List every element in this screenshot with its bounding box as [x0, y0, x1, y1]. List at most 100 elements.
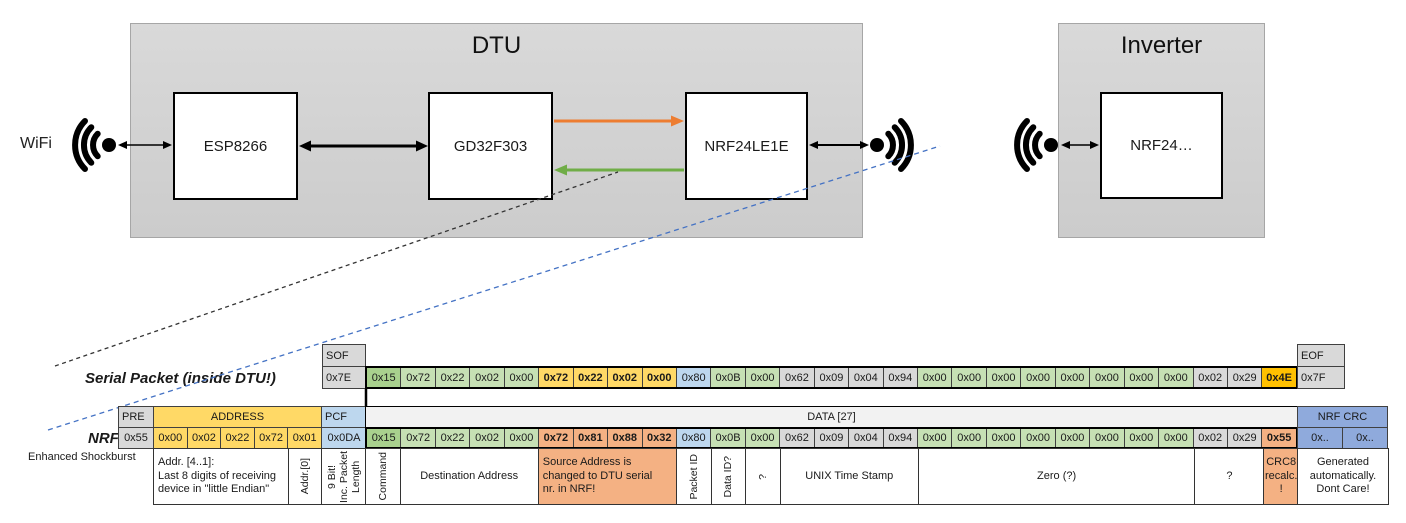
annotation-note: ?	[745, 448, 781, 505]
wifi-label: WiFi	[20, 135, 52, 152]
annotation-note: CRC8 recalc. !	[1263, 448, 1299, 505]
address-header: ADDRESS	[153, 406, 322, 428]
wifi-icon-inverter	[1014, 118, 1058, 172]
nrf24le1e-label: NRF24LE1E	[704, 137, 789, 155]
byte-cell: 0x00	[1158, 368, 1193, 387]
byte-cell: 0x02	[469, 429, 504, 447]
byte-cell: 0x00	[1123, 429, 1159, 447]
byte-cell: 0x00	[1089, 429, 1124, 447]
byte-cell: 0x62	[779, 368, 814, 387]
byte-cell: 0x00	[1020, 429, 1055, 447]
serial-callout-dashed-line	[54, 171, 619, 367]
byte-cell: 0x00	[744, 368, 780, 387]
byte-cell: 0x00	[951, 429, 986, 447]
dtu-title: DTU	[471, 32, 522, 59]
arrow-nrf-gd-green	[554, 164, 684, 176]
byte-cell: 0x4E	[1261, 368, 1296, 387]
byte-cell: 0x81	[572, 429, 608, 447]
annotation-note: Addr.[0]	[288, 448, 322, 505]
annotation-vertical-text: Data ID?	[722, 455, 735, 498]
byte-cell: 0x00	[1158, 429, 1193, 447]
byte-cell: 0x22	[220, 428, 254, 448]
byte-cell: 0x00	[1020, 368, 1055, 387]
byte-cell: 0x04	[848, 429, 883, 447]
enhanced-shockburst-label: Enhanced Shockburst	[28, 451, 136, 463]
byte-cell: 0x00	[951, 368, 986, 387]
byte-cell: 0x00	[154, 428, 187, 448]
gd32f303-label: GD32F303	[453, 137, 528, 155]
byte-cell: 0x62	[779, 429, 814, 447]
byte-cell: 0x09	[813, 429, 849, 447]
arrow-esp-gd	[299, 140, 428, 152]
byte-cell: 0x15	[367, 429, 401, 447]
esp8266-label: ESP8266	[203, 137, 268, 155]
esp8266-box: ESP8266	[173, 92, 298, 200]
sof-header: SOF	[322, 344, 366, 367]
byte-cell: 0x72	[538, 368, 573, 387]
pcf-header: PCF	[321, 406, 367, 428]
annotation-vertical-text: 9 Bit! Inc. Packet Length	[325, 450, 363, 503]
annotation-vertical-text: ?	[756, 473, 769, 480]
annotation-note: Zero (?)	[917, 448, 1196, 505]
byte-cell: 0x04	[848, 368, 883, 387]
annotation-vertical-text: Addr.[0]	[299, 458, 312, 495]
eof-header: EOF	[1297, 344, 1345, 367]
byte-cell: 0x0B	[710, 429, 745, 447]
wifi-icon-left	[72, 118, 116, 172]
inverter-nrf24-box: NRF24…	[1100, 92, 1223, 199]
crc-byte-row: 0x..0x..	[1297, 427, 1388, 449]
byte-cell: 0x00	[641, 368, 676, 387]
byte-cell: 0x80	[675, 368, 711, 387]
byte-cell: 0x29	[1226, 368, 1262, 387]
annotation-note: Addr. [4..1]: Last 8 digits of receiving…	[153, 448, 290, 505]
byte-cell: 0x72	[400, 368, 435, 387]
annotation-note: Destination Address	[399, 448, 539, 505]
byte-cell: 0x00	[1054, 429, 1090, 447]
gd32f303-box: GD32F303	[428, 92, 553, 200]
byte-cell: 0x00	[503, 368, 539, 387]
byte-cell: 0x00	[917, 429, 952, 447]
annotation-note: Packet ID	[676, 448, 712, 505]
byte-cell: 0x00	[917, 368, 952, 387]
inverter-nrf24-label: NRF24…	[1130, 137, 1193, 154]
byte-cell: 0x02	[1192, 429, 1227, 447]
pre-header: PRE	[118, 406, 154, 428]
annotation-note: Source Address is changed to DTU serial …	[537, 448, 677, 505]
arrow-wifi-esp	[118, 141, 172, 149]
byte-cell: 0x09	[813, 368, 849, 387]
annotation-note: UNIX Time Stamp	[779, 448, 919, 505]
sof-value: 0x7E	[322, 366, 366, 389]
annotation-note: Command	[365, 448, 401, 505]
byte-cell: 0x72	[253, 428, 288, 448]
byte-cell: 0x94	[882, 429, 917, 447]
pcf-value: 0x0DA	[321, 427, 367, 449]
byte-cell: 0x00	[985, 429, 1021, 447]
byte-cell: 0x02	[607, 368, 642, 387]
byte-cell: 0x15	[367, 368, 401, 387]
byte-cell: 0x22	[572, 368, 608, 387]
annotation-note: ?	[1194, 448, 1265, 505]
byte-cell: 0x..	[1342, 428, 1387, 448]
byte-cell: 0x72	[538, 429, 573, 447]
nrf-crc-header: NRF CRC	[1297, 406, 1388, 428]
byte-cell: 0x00	[503, 429, 539, 447]
data-header: DATA [27]	[365, 406, 1298, 428]
byte-cell: 0x88	[607, 429, 642, 447]
byte-cell: 0x0B	[710, 368, 745, 387]
eof-value: 0x7F	[1297, 366, 1345, 389]
pre-value: 0x55	[118, 427, 154, 449]
annotation-vertical-text: Packet ID	[687, 453, 700, 500]
annotation-note: Data ID?	[710, 448, 747, 505]
wifi-icon-dtu-right	[870, 118, 914, 172]
byte-cell: 0x..	[1298, 428, 1342, 448]
annotation-note: 9 Bit! Inc. Packet Length	[321, 448, 367, 505]
byte-cell: 0x22	[434, 368, 470, 387]
annotation-note: Generated automatically. Dont Care!	[1297, 448, 1389, 505]
annotation-vertical-text: Command	[376, 452, 389, 501]
arrow-invwifi-nrf24	[1061, 141, 1099, 149]
byte-cell: 0x00	[744, 429, 780, 447]
